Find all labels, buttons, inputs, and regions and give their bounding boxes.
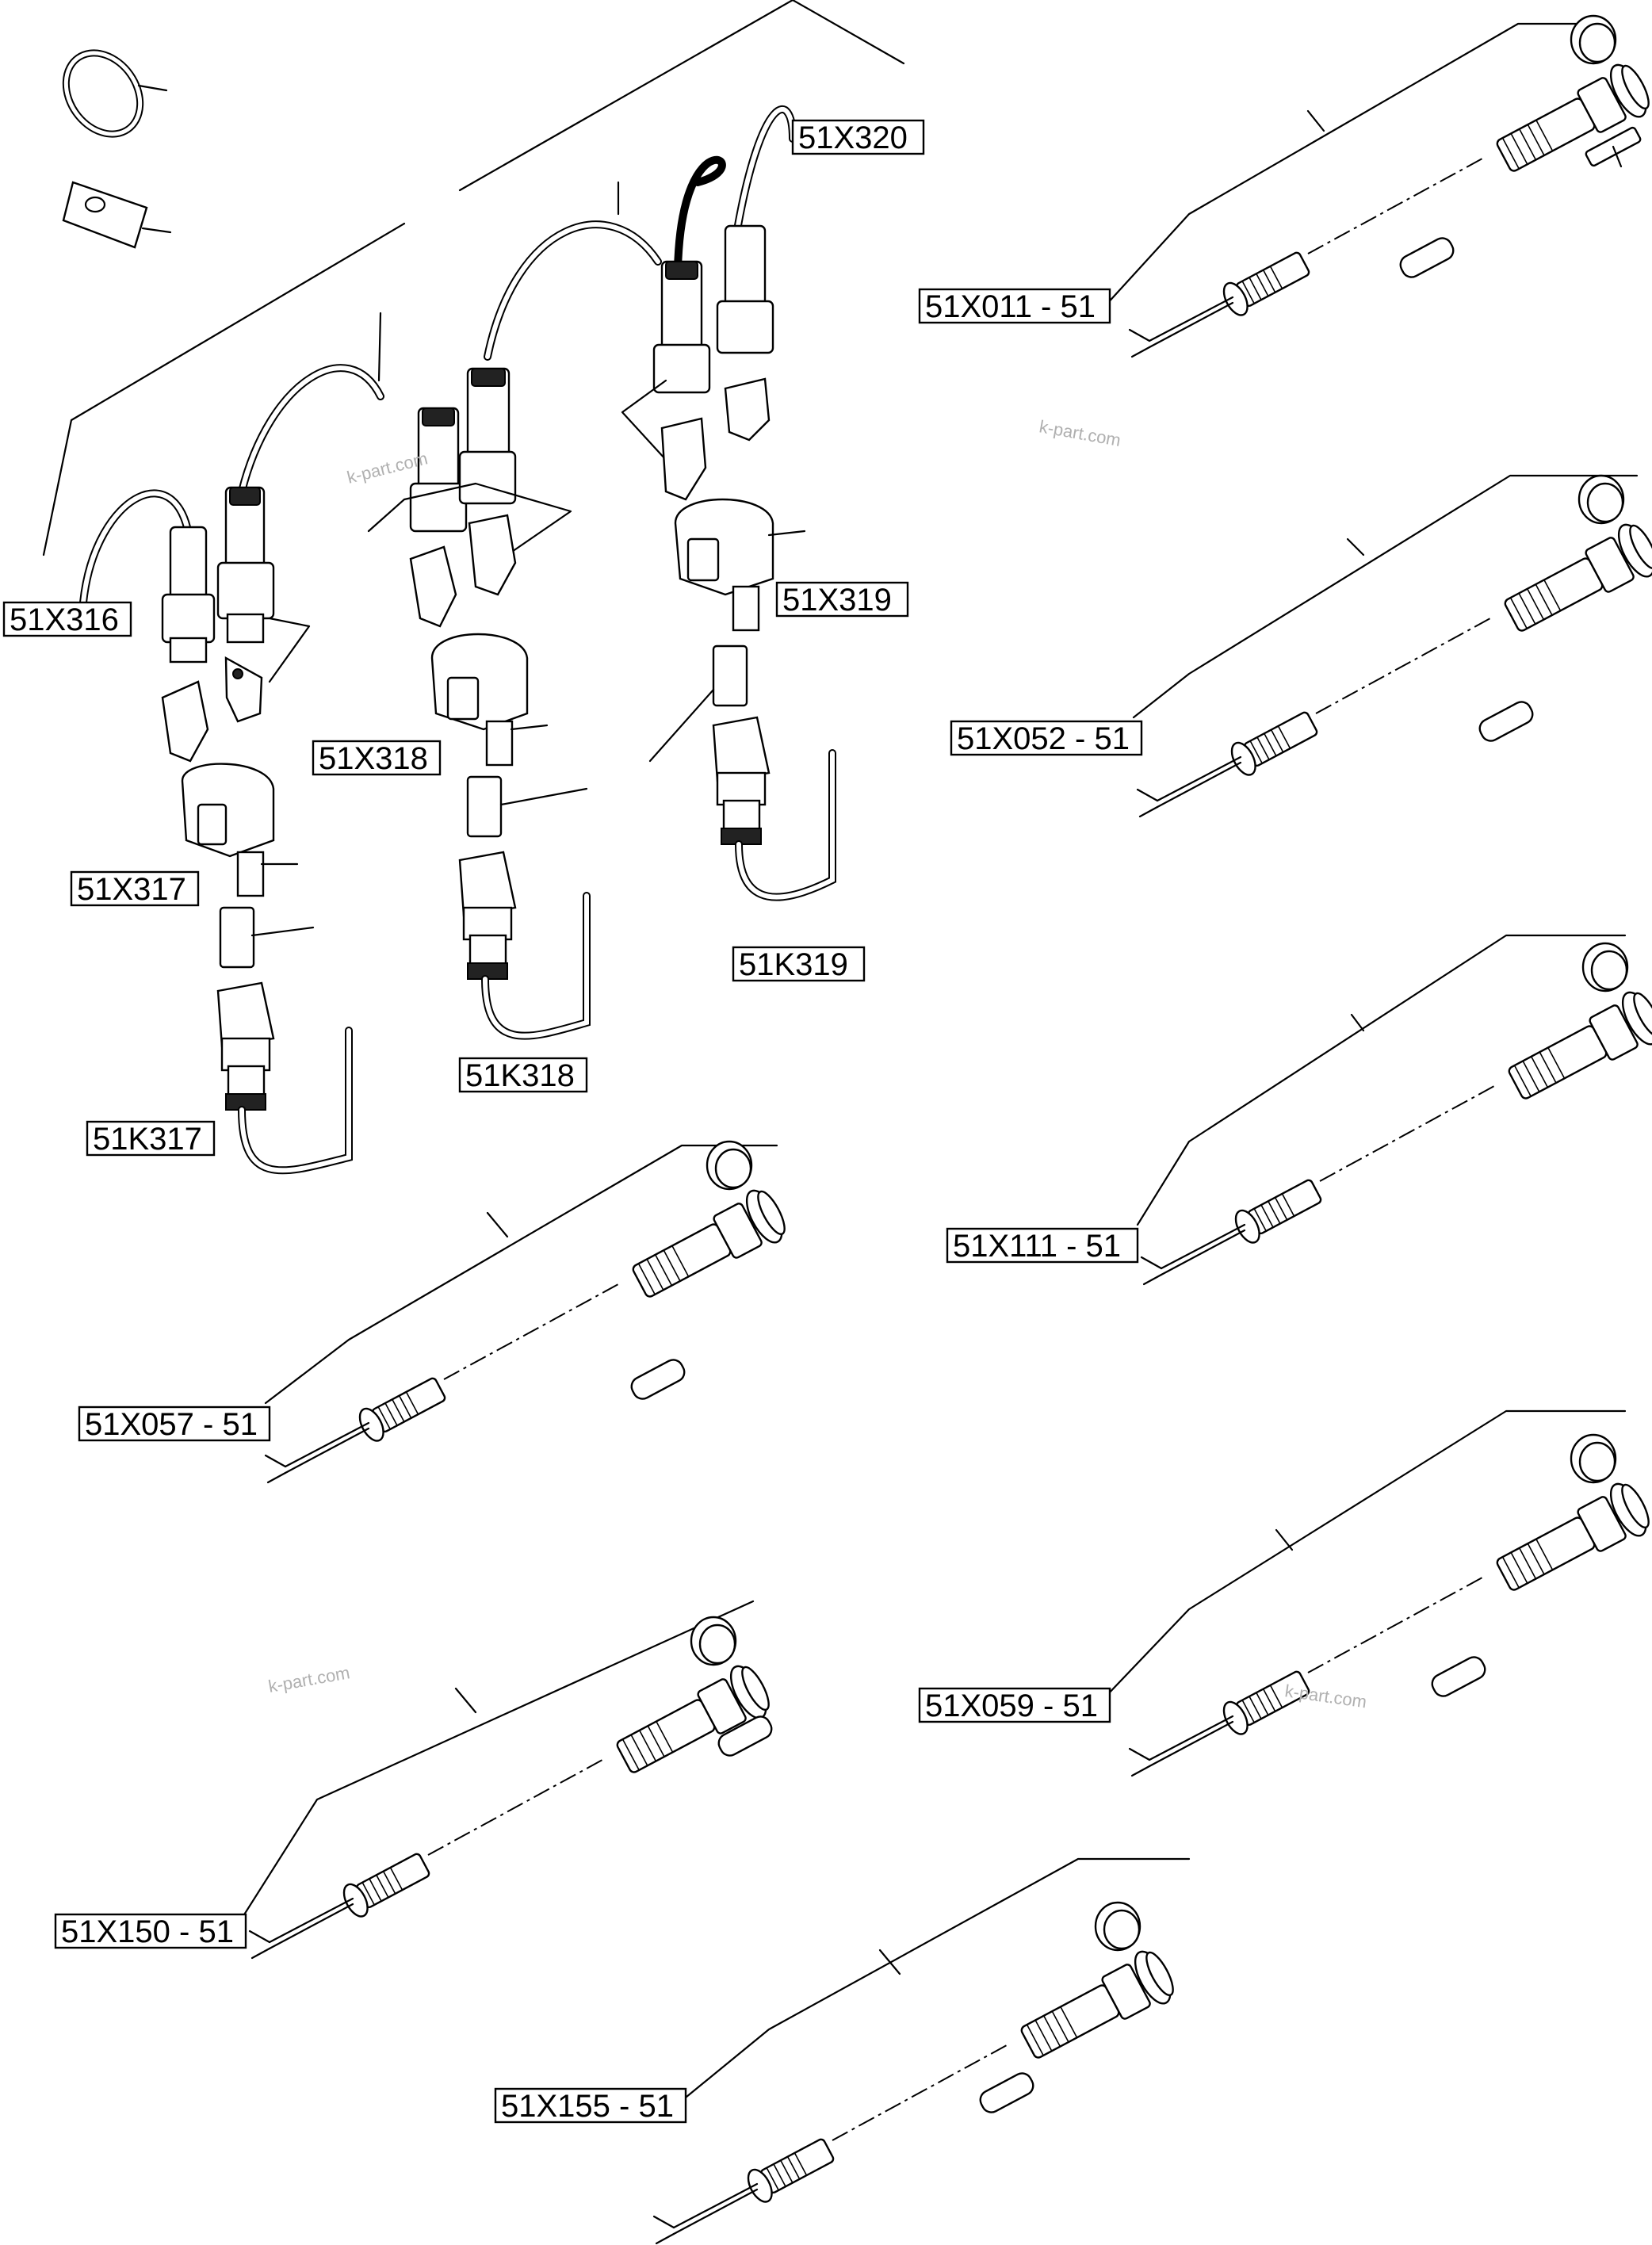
label-51x318: 51X318 [312,740,442,776]
connector-51x052 [1136,474,1652,818]
label-51x111: 51X111 - 51 [946,1227,1139,1264]
watermark: k-part.com [1283,1681,1367,1711]
sleeve-icon [1399,237,1455,278]
svg-text:51X155 - 51: 51X155 - 51 [501,2089,674,2124]
label-51x317: 51X317 [70,870,200,907]
identification-tag-icon [62,181,172,249]
sleeve-icon [979,2072,1034,2113]
svg-text:51X316: 51X316 [10,602,119,637]
label-51x320: 51X320 [791,119,925,155]
leader-line [791,0,905,65]
sensor-51k317 [216,981,353,1175]
svg-text:51X319: 51X319 [782,583,892,618]
connector-51x059 [1128,1433,1652,1777]
sensor-51k319 [712,716,836,901]
svg-text:51K318: 51K318 [465,1058,575,1093]
svg-text:51X057 - 51: 51X057 - 51 [85,1407,258,1442]
svg-text:51X052 - 51: 51X052 - 51 [957,721,1130,756]
leader-line [42,222,406,556]
cable-tie-icon [62,49,168,138]
leader-line [1612,145,1623,168]
connector-assembly-51x318 [367,220,662,838]
label-51k319: 51K319 [732,946,866,982]
connector-51x011 [1128,14,1652,358]
connector-housing-51x317 [161,656,315,969]
leader-x011 [1104,22,1611,307]
svg-text:51X317: 51X317 [77,872,186,907]
label-51x057: 51X057 - 51 [78,1406,271,1442]
label-51x052: 51X052 - 51 [950,720,1143,756]
label-51x150: 51X150 - 51 [54,1913,247,1949]
sleeve-icon [717,1715,773,1757]
watermark: k-part.com [345,448,430,487]
label-51x059: 51X059 - 51 [918,1687,1111,1723]
label-51k318: 51K318 [458,1057,588,1093]
svg-text:51X111 - 51: 51X111 - 51 [953,1229,1121,1264]
sensor-51k318 [458,851,591,1040]
label-51x319: 51X319 [775,581,909,618]
connector-51x155 [652,1901,1181,2245]
connector-assembly-51x319 [621,105,806,763]
watermark: k-part.com [1038,416,1122,450]
watermark: k-part.com [267,1662,352,1696]
svg-text:51X150 - 51: 51X150 - 51 [61,1914,234,1949]
leader-line [377,312,382,382]
svg-text:51X320: 51X320 [798,120,908,155]
svg-text:51X011 - 51: 51X011 - 51 [925,289,1096,324]
svg-text:51K319: 51K319 [739,947,848,982]
leader-x057 [264,1144,778,1405]
svg-text:51X318: 51X318 [319,741,428,776]
connector-51x111 [1140,942,1652,1286]
leader-line [458,0,794,192]
label-51x155: 51X155 - 51 [494,2087,687,2124]
label-51x316: 51X316 [2,601,132,637]
sleeve-icon [1478,701,1534,742]
leader-x150 [240,1600,755,1920]
leader-x059 [1104,1409,1627,1698]
connector-51x057 [264,1140,793,1484]
leader-x155 [680,1857,1191,2102]
svg-text:51X059 - 51: 51X059 - 51 [925,1689,1098,1723]
leader-x052 [1132,474,1639,719]
sleeve-icon [630,1359,686,1400]
svg-text:51K317: 51K317 [93,1122,202,1157]
connector-assembly-51x316 [79,364,384,683]
label-51x011: 51X011 - 51 [918,288,1111,324]
leader-x111 [1136,934,1627,1226]
label-51k317: 51K317 [86,1120,216,1157]
sleeve-icon [1431,1656,1486,1697]
